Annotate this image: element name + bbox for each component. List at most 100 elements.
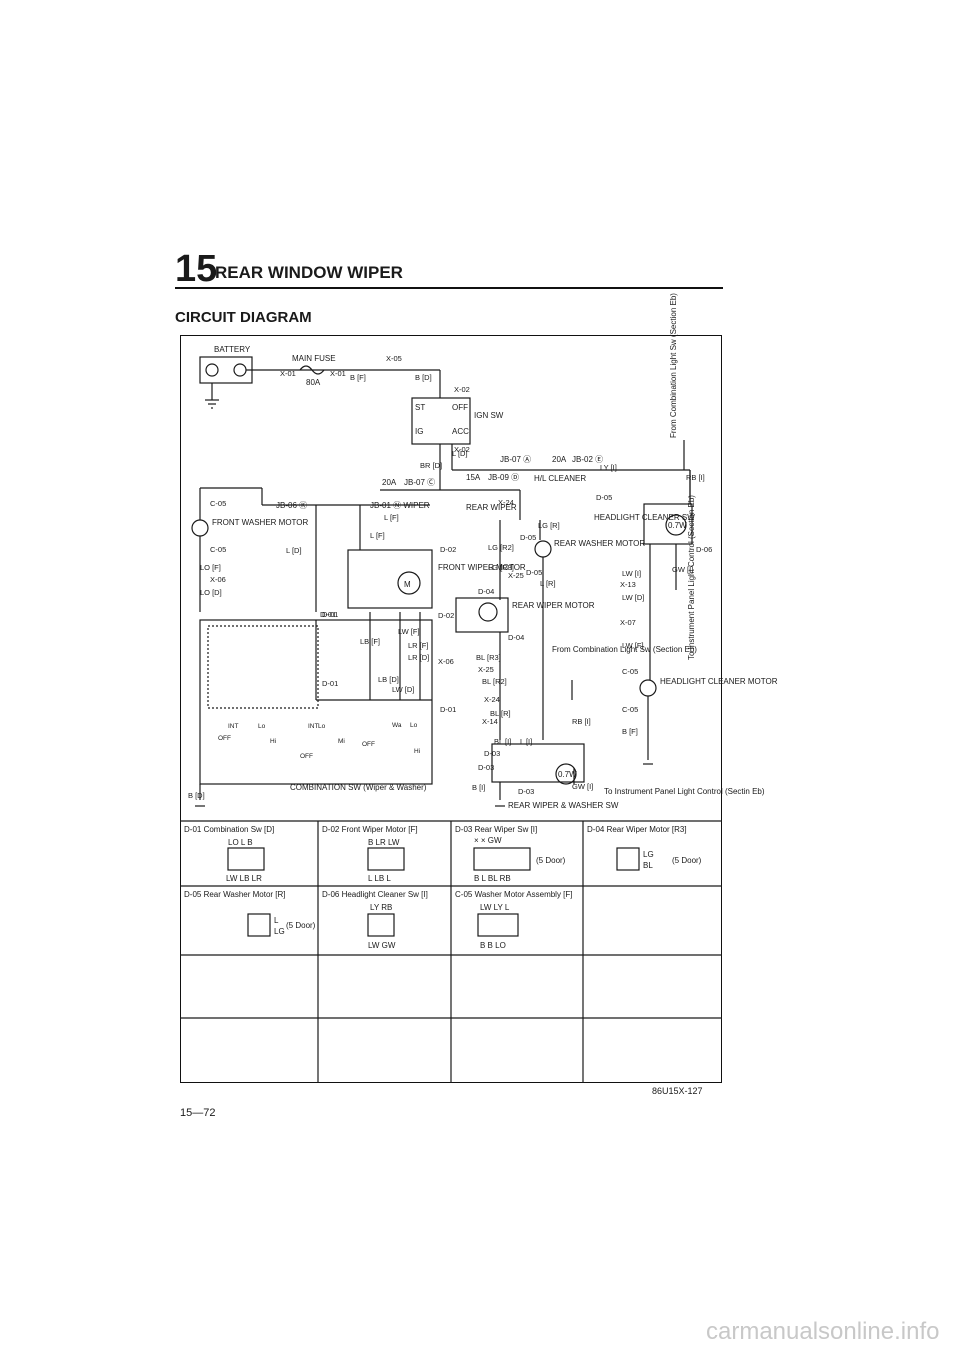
d01-title: D-01 Combination Sw [D] bbox=[184, 825, 275, 834]
switch-position-label-9: Lo bbox=[410, 722, 418, 729]
headlight-cleaner-motor-label: HEADLIGHT CLEANER MOTOR bbox=[660, 677, 778, 686]
ign-switch-box bbox=[411, 397, 471, 445]
wire-label-22: LW [D] bbox=[622, 593, 644, 602]
ign-acc-label: ACC bbox=[452, 427, 469, 436]
connector-label-8: D-02 bbox=[440, 545, 456, 554]
ign-off-label: OFF bbox=[452, 403, 468, 412]
connector-label-24: D-03 bbox=[478, 763, 494, 772]
battery-label: BATTERY bbox=[214, 345, 251, 354]
wire-label-30: LW [D] bbox=[392, 685, 414, 694]
ign-st-label: ST bbox=[415, 403, 425, 412]
wire-label-26: LW [F] bbox=[398, 627, 420, 636]
switch-position-label-2: OFF bbox=[218, 735, 231, 742]
headlight-cleaner-sw-label: HEADLIGHT CLEANER SW bbox=[594, 513, 695, 522]
switch-position-label-1: Lo bbox=[258, 723, 266, 730]
wire-label-3: L [D] bbox=[452, 449, 468, 458]
d05-note: (5 Door) bbox=[286, 921, 316, 930]
wire-label-18: LY [I] bbox=[600, 463, 617, 472]
c05-title: C-05 Washer Motor Assembly [F] bbox=[455, 890, 573, 899]
battery-positive-terminal bbox=[233, 363, 247, 377]
section-number: 15 bbox=[175, 248, 218, 290]
wire-label-31: B [D] bbox=[188, 791, 205, 800]
d05-connector-sketch bbox=[247, 913, 271, 937]
connector-label-32: X-06 bbox=[438, 657, 454, 666]
connector-label-4: X-02 bbox=[454, 445, 470, 454]
wire-label-24: B [F] bbox=[622, 727, 638, 736]
d02-connector-sketch bbox=[367, 847, 405, 871]
connector-label-21: X-24 bbox=[484, 695, 500, 704]
d03-connector-sketch bbox=[473, 847, 531, 871]
wire-label-19: RB [I] bbox=[686, 473, 705, 482]
jb01-label: JB-01 Ⓝ WIPER bbox=[370, 501, 430, 510]
wire-label-34: RB [I] bbox=[572, 717, 591, 726]
jb07a-label: JB-07 Ⓐ bbox=[500, 455, 531, 464]
wire-label-25: LB [F] bbox=[360, 637, 380, 646]
switch-position-label-5: Lo bbox=[318, 723, 326, 730]
wire-label-8: L [F] bbox=[384, 513, 399, 522]
main-fuse-label: MAIN FUSE bbox=[292, 354, 336, 363]
wire-label-23: LW [F] bbox=[622, 641, 644, 650]
d03-top-pins: × × GW bbox=[474, 836, 502, 845]
page-number: 15—72 bbox=[180, 1107, 216, 1119]
wire-label-9: LG [R2] bbox=[488, 543, 514, 552]
jb06-label: JB-06 Ⓚ bbox=[276, 501, 307, 510]
wire-label-32: B [I] bbox=[472, 783, 485, 792]
connector-label-27: D-06 bbox=[696, 545, 712, 554]
connector-label-29: X-07 bbox=[620, 618, 636, 627]
rear-relay-symbol bbox=[555, 763, 577, 785]
wire-label-1: B [D] bbox=[415, 373, 432, 382]
c05-connector-sketch bbox=[477, 913, 519, 937]
d05-bottom-pins: LG bbox=[274, 927, 285, 936]
switch-position-label-0: INT bbox=[228, 723, 239, 730]
d02-title: D-02 Front Wiper Motor [F] bbox=[322, 825, 418, 834]
d04-top-pins: LG bbox=[643, 850, 654, 859]
front-washer-motor-label: FRONT WASHER MOTOR bbox=[212, 518, 309, 527]
d04-connector-sketch bbox=[616, 847, 640, 871]
rear-wiper-motor-symbol bbox=[478, 602, 498, 622]
rear-washer-motor-label: REAR WASHER MOTOR bbox=[554, 539, 645, 548]
d06-title: D-06 Headlight Cleaner Sw [I] bbox=[322, 890, 428, 899]
d04-title: D-04 Rear Wiper Motor [R3] bbox=[587, 825, 687, 834]
d01-bottom-pins: LW LB LR bbox=[226, 874, 262, 883]
switch-position-label-4: INT bbox=[308, 723, 319, 730]
wire-label-14: BL [R2] bbox=[482, 677, 507, 686]
fuse-20a-wiper-label: 20A bbox=[382, 478, 397, 487]
wire-label-0: B [F] bbox=[350, 373, 366, 382]
d02-top-pins: B LR LW bbox=[368, 838, 400, 847]
wire-label-33: GW [I] bbox=[572, 782, 593, 791]
connector-label-25: D-03 bbox=[518, 787, 534, 796]
d02-bottom-pins: L LB L bbox=[368, 874, 391, 883]
connector-label-1: X-01 bbox=[330, 369, 346, 378]
c05-bottom-pins: B B LO bbox=[480, 941, 506, 950]
rear-wiper-washer-switch-box bbox=[491, 743, 585, 783]
section-title: REAR WINDOW WIPER bbox=[215, 263, 403, 282]
connector-label-2: X-05 bbox=[386, 354, 402, 363]
connector-label-0: X-01 bbox=[280, 369, 296, 378]
jb02-label: JB-02 Ⓔ bbox=[572, 455, 603, 464]
headlight-relay-symbol bbox=[665, 514, 687, 536]
battery-negative-terminal bbox=[205, 363, 219, 377]
diagram-title: CIRCUIT DIAGRAM bbox=[175, 309, 312, 326]
headlight-cleaner-switch-box bbox=[643, 503, 693, 545]
connector-label-6: C-05 bbox=[210, 545, 226, 554]
d01-connector-sketch bbox=[227, 847, 265, 871]
front-wiper-motor-box bbox=[347, 549, 433, 609]
d06-connector-sketch bbox=[367, 913, 395, 937]
wire-label-5: LO [F] bbox=[200, 563, 221, 572]
wire-label-17: L [I] bbox=[520, 737, 532, 746]
rear-washer-motor-symbol bbox=[534, 540, 552, 558]
wire-label-20: LW [I] bbox=[622, 569, 641, 578]
connector-label-28: X-13 bbox=[620, 580, 636, 589]
connector-label-10: D-01 bbox=[322, 610, 338, 619]
switch-position-label-8: Wa bbox=[392, 722, 402, 729]
connector-label-18: D-04 bbox=[478, 587, 494, 596]
switch-position-label-6: Mi bbox=[338, 738, 345, 745]
switch-position-label-11: OFF bbox=[362, 741, 375, 748]
d06-bottom-pins: LW GW bbox=[368, 941, 396, 950]
jb07c-label: JB-07 Ⓒ bbox=[404, 478, 435, 487]
wire-label-11: LG [R3] bbox=[488, 563, 514, 572]
fuse-20a-hl-label: 20A bbox=[552, 455, 567, 464]
connector-label-13: D-01 bbox=[320, 610, 336, 619]
connector-label-17: D-05 bbox=[526, 568, 542, 577]
